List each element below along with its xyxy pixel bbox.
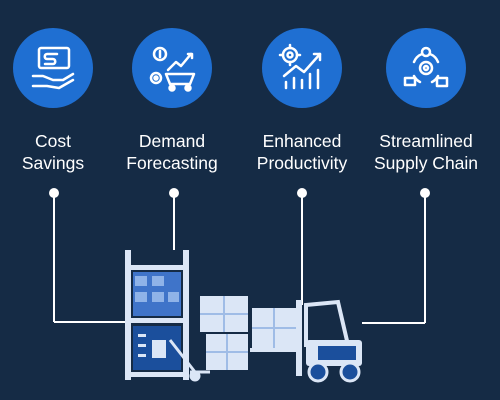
benefit-label-line1: Enhanced	[262, 131, 342, 151]
benefit-label-line1: Cost	[35, 131, 71, 151]
benefit-cost-savings: Cost Savings	[0, 28, 113, 174]
benefit-label-line2: Savings	[21, 153, 85, 173]
benefit-label: Streamlined Supply Chain	[366, 130, 486, 174]
supply-chain-cycle-icon	[386, 28, 466, 108]
benefit-streamlined-supply-chain: Streamlined Supply Chain	[366, 28, 486, 174]
benefit-label-line1: Demand	[138, 131, 206, 151]
stacked-boxes	[200, 296, 248, 370]
connector-dot	[169, 188, 179, 198]
connector-lines	[53, 193, 426, 324]
connector-dot	[420, 188, 430, 198]
benefit-label: Demand Forecasting	[112, 130, 232, 174]
shelving-rack	[125, 250, 189, 380]
benefit-label: Enhanced Productivity	[242, 130, 362, 174]
benefit-label-line2: Productivity	[256, 153, 348, 173]
connector-dot	[49, 188, 59, 198]
connector-dots	[49, 188, 430, 198]
benefit-label: Cost Savings	[0, 130, 113, 174]
connector-dot	[297, 188, 307, 198]
benefit-label-line1: Streamlined	[379, 131, 473, 151]
growth-chart-gear-icon	[262, 28, 342, 108]
forklift	[250, 299, 362, 383]
hand-truck	[168, 339, 210, 382]
benefit-label-line2: Supply Chain	[373, 153, 479, 173]
money-hand-icon	[13, 28, 93, 108]
cart-growth-icon	[132, 28, 212, 108]
benefit-enhanced-productivity: Enhanced Productivity	[242, 28, 362, 174]
benefit-demand-forecasting: Demand Forecasting	[112, 28, 232, 174]
benefit-label-line2: Forecasting	[126, 153, 218, 173]
